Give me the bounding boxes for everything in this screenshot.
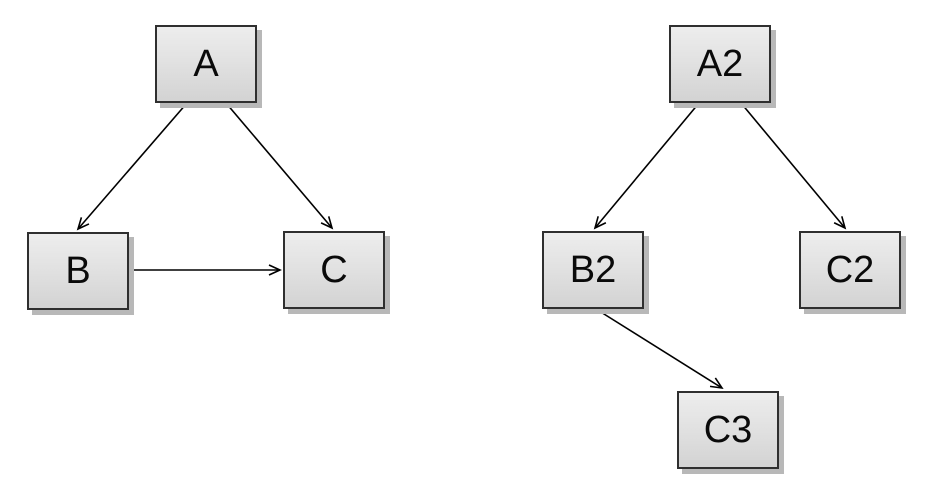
node-B[interactable]: B <box>27 232 129 310</box>
node-A[interactable]: A <box>155 25 257 103</box>
node-A-label: A <box>193 43 219 85</box>
node-C-label: C <box>320 249 348 291</box>
node-C2[interactable]: C2 <box>799 231 901 309</box>
edge-A2-B2 <box>593 102 700 230</box>
edge-A-C <box>225 102 334 230</box>
edge-A-B <box>76 102 188 231</box>
node-A2-label: A2 <box>696 43 744 85</box>
node-C2-label: C2 <box>825 249 875 291</box>
edge-B2-C3 <box>595 308 724 390</box>
node-C3-label: C3 <box>703 409 753 451</box>
node-C3[interactable]: C3 <box>677 391 779 469</box>
node-A2[interactable]: A2 <box>669 25 771 103</box>
node-C[interactable]: C <box>283 231 385 309</box>
node-B2-label: B2 <box>569 249 617 291</box>
node-B-label: B <box>65 250 91 292</box>
node-B2[interactable]: B2 <box>542 231 644 309</box>
edge-A2-C2 <box>740 102 847 230</box>
